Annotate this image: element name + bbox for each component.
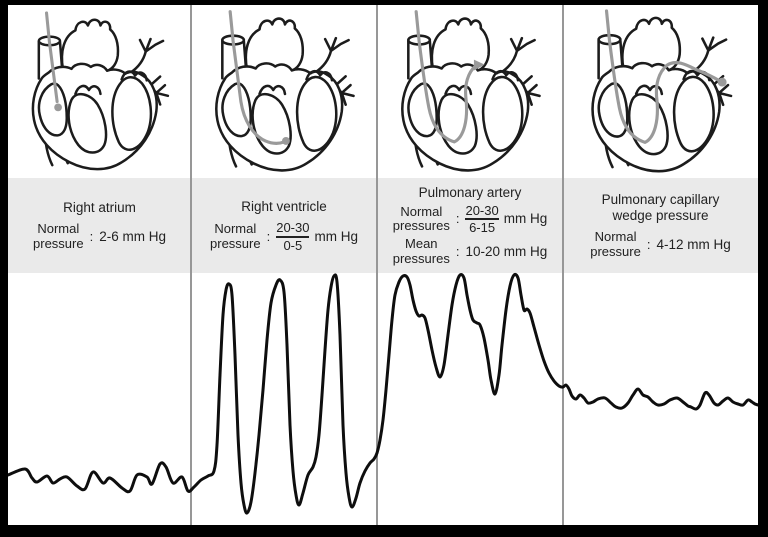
heart-box <box>191 5 377 178</box>
label-line1: Normal <box>594 229 637 245</box>
panel-divider-2 <box>376 5 378 525</box>
pressure-label: Normal pressure <box>33 222 84 251</box>
panel-row: Right atrium Normal pressure : 2-6 mm Hg <box>8 5 758 273</box>
pressure-row: Normal pressure : 4-12 mm Hg <box>590 229 731 259</box>
panel-title: Right atrium <box>63 199 136 215</box>
colon: : <box>266 229 271 245</box>
heart-diagram-right-ventricle <box>191 10 377 175</box>
pressure-row: Normal pressure : 20-30 0-5 mm Hg <box>210 221 358 252</box>
heart-diagram-right-atrium <box>8 11 191 175</box>
fraction-bar <box>465 218 499 220</box>
label-line2: pressure <box>33 235 84 251</box>
fraction-denominator: 6-15 <box>469 219 496 235</box>
caption-wedge: Pulmonary capillary wedge pressure Norma… <box>563 178 758 273</box>
catheter-tip-dot <box>54 103 62 112</box>
waveform-path <box>8 272 758 515</box>
pressure-row: Normal pressure : 2-6 mm Hg <box>33 222 166 251</box>
pressure-value: 2-6 mm Hg <box>99 229 166 245</box>
label-line2: pressures <box>392 250 450 266</box>
colon: : <box>455 211 460 227</box>
fraction-denominator: 0-5 <box>283 237 303 253</box>
heart-diagram-pulmonary-artery <box>377 10 563 175</box>
catheter-tip-dot <box>282 137 290 145</box>
pressure-label: Normal pressures <box>392 203 450 234</box>
pressure-value: 10-20 mm Hg <box>465 244 548 260</box>
label-line1: Normal <box>214 221 257 237</box>
heart-box <box>563 5 758 178</box>
fraction-numerator: 20-30 <box>465 202 499 218</box>
caption-pulmonary-artery: Pulmonary artery Normal pressures : 20-3… <box>377 178 563 273</box>
pressure-label: Normal pressure <box>210 222 261 251</box>
catheter-line <box>414 10 478 144</box>
pressure-fraction: 20-30 0-5 <box>276 220 310 253</box>
label-line2: pressure <box>590 243 641 259</box>
colon: : <box>89 229 94 245</box>
pressure-unit: mm Hg <box>314 229 358 245</box>
colon: : <box>455 244 460 260</box>
catheter-wedge-dot <box>717 77 727 87</box>
label-line2: pressures <box>392 217 450 233</box>
label-line1: Normal <box>37 221 80 237</box>
colon: : <box>646 237 651 253</box>
pressure-value: 4-12 mm Hg <box>656 237 731 253</box>
label-line2: pressure <box>210 235 261 251</box>
title-line1: Pulmonary capillary <box>601 192 720 208</box>
title-line2: wedge pressure <box>612 207 709 223</box>
catheter-line <box>228 10 286 145</box>
panel-right-ventricle: Right ventricle Normal pressure : 20-30 … <box>191 5 377 273</box>
pressure-label: Mean pressures <box>393 237 450 266</box>
panel-title: Right ventricle <box>241 198 327 214</box>
heart-box <box>377 5 563 178</box>
label-line1: Normal <box>400 203 443 219</box>
heart-box <box>8 5 191 178</box>
caption-right-atrium: Right atrium Normal pressure : 2-6 mm Hg <box>8 178 191 273</box>
label-line1: Mean <box>405 236 438 252</box>
pressure-row-mean: Mean pressures : 10-20 mm Hg <box>393 237 547 266</box>
panel-divider-3 <box>562 5 564 525</box>
panel-divider-1 <box>190 5 192 525</box>
panel-title: Pulmonary artery <box>418 185 522 200</box>
panel-pulmonary-capillary-wedge: Pulmonary capillary wedge pressure Norma… <box>563 5 758 273</box>
panel-title: Pulmonary capillary wedge pressure <box>602 192 720 223</box>
pressure-row-normal: Normal pressures : 20-30 6-15 mm Hg <box>392 202 548 235</box>
pressure-fraction: 20-30 6-15 <box>465 202 499 235</box>
catheter-line <box>604 9 722 144</box>
pressure-label: Normal pressure <box>590 229 641 259</box>
pressure-unit: mm Hg <box>503 211 548 227</box>
figure-content: Right atrium Normal pressure : 2-6 mm Hg <box>8 5 758 525</box>
panel-right-atrium: Right atrium Normal pressure : 2-6 mm Hg <box>8 5 191 273</box>
panel-pulmonary-artery: Pulmonary artery Normal pressures : 20-3… <box>377 5 563 273</box>
heart-diagram-wedge <box>567 9 755 175</box>
catheter-line <box>44 11 59 104</box>
caption-right-ventricle: Right ventricle Normal pressure : 20-30 … <box>191 178 377 273</box>
fraction-numerator: 20-30 <box>276 220 310 236</box>
catheter-tip-arrow <box>473 59 485 71</box>
fraction-bar <box>276 235 310 238</box>
